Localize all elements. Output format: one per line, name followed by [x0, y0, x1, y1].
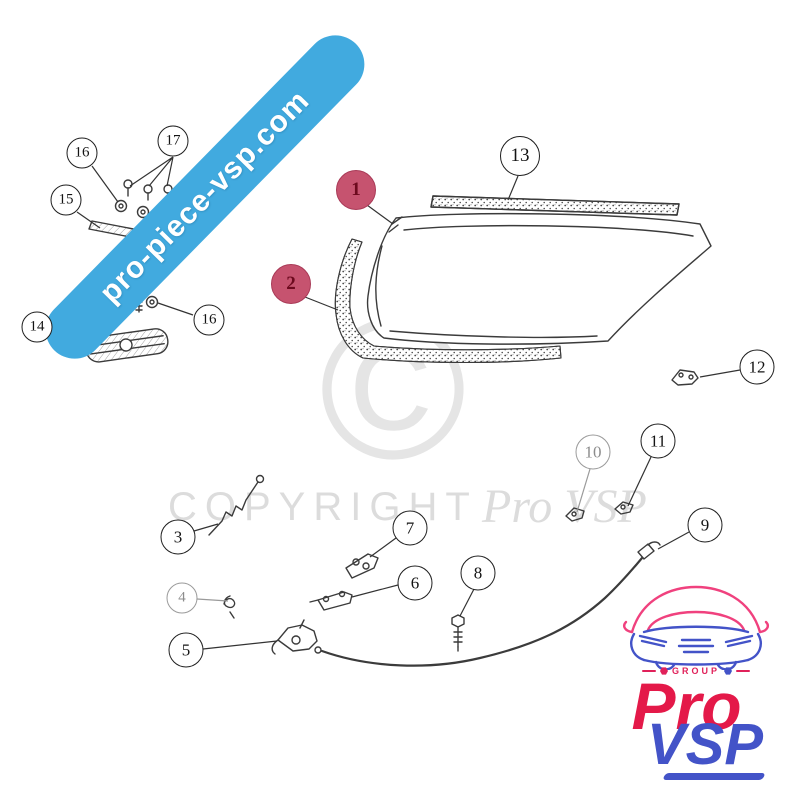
callout-14[interactable]: 14 [21, 311, 53, 343]
callout-1[interactable]: 1 [336, 170, 376, 210]
logo-dash-left [641, 670, 656, 672]
callout-17[interactable]: 17 [157, 125, 189, 157]
part-upper-seal-strip [430, 195, 680, 216]
logo-car-sketch-icon [608, 578, 784, 670]
part-retaining-clip [223, 595, 236, 619]
logo-dash-right [736, 670, 750, 672]
callout-16b[interactable]: 16 [193, 304, 225, 336]
callout-15[interactable]: 15 [50, 184, 82, 216]
callout-9[interactable]: 9 [687, 507, 723, 543]
logo-underline [662, 773, 766, 781]
callout-7[interactable]: 7 [392, 510, 428, 546]
callout-11[interactable]: 11 [640, 423, 676, 459]
callout-6[interactable]: 6 [397, 565, 433, 601]
logo-brand-top: Pro [592, 673, 784, 739]
part-bracket-right [671, 369, 699, 386]
part-hinge-bracket [345, 553, 379, 579]
part-front-seal [334, 238, 562, 364]
part-hood [366, 212, 712, 345]
part-hood-latch [271, 619, 318, 655]
hexagon-icon [724, 667, 732, 675]
part-release-cable [314, 541, 661, 667]
callout-12[interactable]: 12 [739, 349, 775, 385]
callout-2[interactable]: 2 [271, 264, 311, 304]
parts-layer [85, 179, 712, 667]
callout-5[interactable]: 5 [168, 632, 204, 668]
part-hinge [309, 590, 353, 611]
copyright-brand-watermark: Pro VSP [481, 480, 647, 533]
callout-10[interactable]: 10 [575, 434, 611, 470]
callout-4[interactable]: 4 [166, 582, 198, 614]
callout-8[interactable]: 8 [460, 555, 496, 591]
logo-pro-text: Pro [631, 669, 742, 743]
logo-brand-bottom: VSP [626, 716, 784, 774]
callout-13[interactable]: 13 [500, 136, 540, 176]
callout-16a[interactable]: 16 [66, 137, 98, 169]
provsp-logo: GROUP Pro VSP [608, 578, 784, 781]
copyright-word-watermark: COPYRIGHT [168, 485, 478, 529]
hexagon-icon [659, 667, 668, 675]
logo-group-label: GROUP [671, 666, 720, 676]
part-bolt [451, 614, 465, 652]
logo-vsp-text: VSP [646, 712, 764, 778]
part-prop-rod [208, 474, 265, 536]
part-clips [565, 501, 634, 522]
leader-lines [52, 156, 741, 650]
callout-3[interactable]: 3 [160, 519, 196, 555]
logo-group-row: GROUP [608, 666, 784, 676]
